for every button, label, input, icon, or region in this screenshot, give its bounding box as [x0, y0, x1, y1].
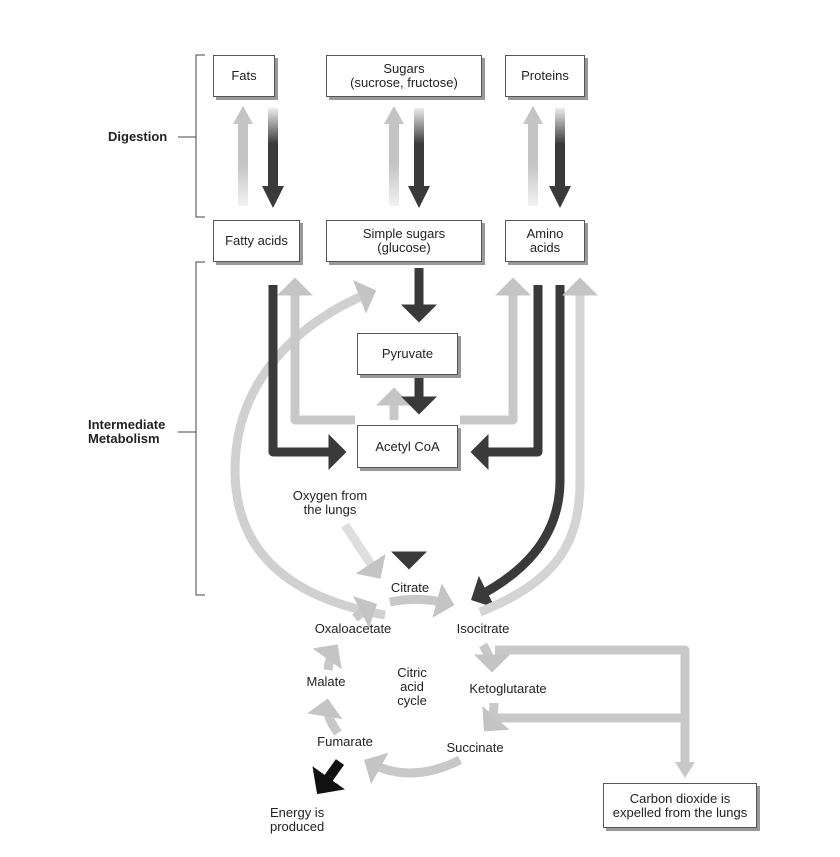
- label-ketoglutarate: Ketoglutarate: [469, 681, 547, 696]
- arrow-acetyl-to-fatty-acids: [277, 277, 355, 425]
- arrow-oxygen-to-citrate: [341, 522, 386, 579]
- box-proteins: Proteins: [505, 55, 585, 97]
- intermediate-bracket: [178, 261, 205, 596]
- label-isocitrate: Isocitrate: [456, 621, 510, 636]
- box-sugars: Sugars (sucrose, fructose): [326, 55, 482, 97]
- arrow-fumarate-to-malate: [307, 698, 343, 736]
- box-fats: Fats: [213, 55, 275, 97]
- arrow-energy-produced: [312, 759, 345, 795]
- arrow-isocitrate-to-ketoglutarate: [473, 642, 510, 673]
- arrow-glucose-to-sugars: [389, 122, 399, 206]
- arrow-sugars-to-glucose: [414, 108, 424, 188]
- arrow-co2-release: [495, 645, 690, 765]
- arrow-proteins-to-amino: [555, 108, 565, 188]
- arrow-acetyl-to-amino: [460, 277, 531, 425]
- label-malate: Malate: [306, 674, 346, 689]
- arrow-isocitrate-to-amino: [478, 277, 598, 617]
- digestion-bracket: [178, 54, 205, 218]
- box-carbon-dioxide: Carbon dioxide is expelled from the lung…: [603, 783, 757, 828]
- arrow-citrate-to-isocitrate: [389, 583, 455, 618]
- box-amino-acids: Amino acids: [505, 220, 585, 262]
- label-citrate: Citrate: [390, 580, 430, 595]
- box-pyruvate: Pyruvate: [357, 333, 458, 375]
- section-label-digestion: Digestion: [108, 129, 168, 144]
- box-fatty-acids: Fatty acids: [213, 220, 300, 262]
- arrow-fats-to-fatty-acids: [268, 108, 278, 188]
- label-fumarate: Fumarate: [317, 734, 373, 749]
- arrow-amino-to-isocitrate: [470, 285, 565, 608]
- arrow-amino-to-acetyl: [470, 285, 543, 470]
- section-label-intermediate: Intermediate Metabolism: [88, 417, 166, 446]
- label-succinate: Succinate: [446, 740, 504, 755]
- arrow-oxaloacetate-to-citrate: [352, 595, 378, 629]
- box-acetyl-coa: Acetyl CoA: [357, 425, 458, 468]
- arrow-fatty-acids-to-fats: [238, 122, 248, 206]
- box-simple-sugars: Simple sugars (glucose): [326, 220, 482, 262]
- arrow-fatty-acids-to-acetyl: [268, 285, 347, 470]
- label-citric-acid-cycle: Citric acid cycle: [397, 665, 427, 708]
- arrow-succinate-to-fumarate: [364, 752, 463, 785]
- label-oxaloacetate: Oxaloacetate: [314, 621, 392, 636]
- arrow-amino-to-proteins: [528, 122, 538, 206]
- label-oxygen: Oxygen from the lungs: [292, 488, 368, 517]
- arrow-oxaloacetate-to-glucose: [230, 280, 386, 620]
- label-energy: Energy is produced: [270, 805, 325, 834]
- arrow-ketoglutarate-to-succinate: [482, 702, 510, 732]
- arrow-malate-to-oxaloacetate: [312, 644, 342, 671]
